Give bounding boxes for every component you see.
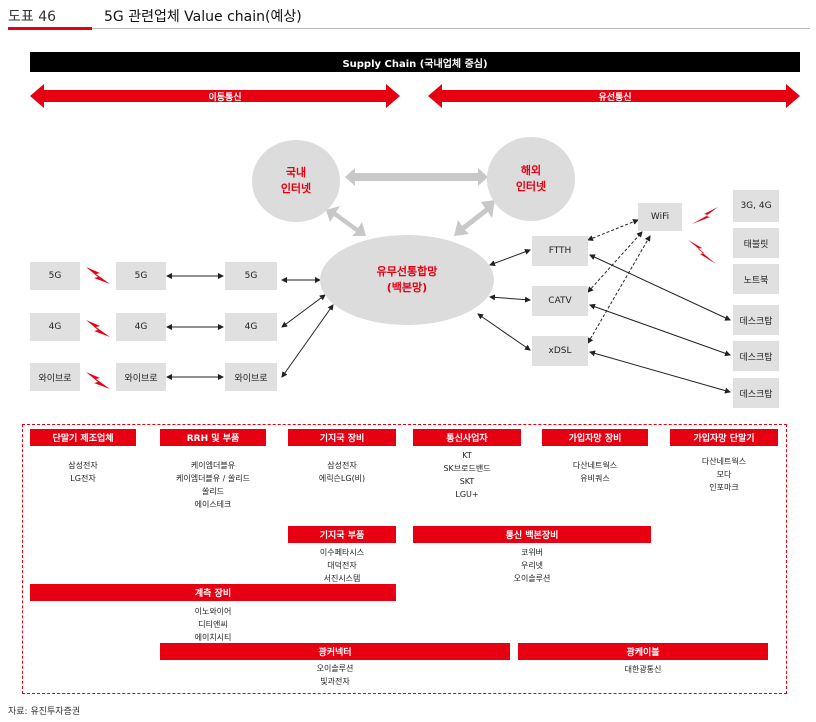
company-name: 서진시스템	[323, 574, 361, 583]
company-name: 오이솔루션	[513, 574, 551, 583]
catv-node: CATV	[532, 286, 588, 316]
overseas-center-arrow	[454, 200, 495, 236]
mobile-wibro-edge: 와이브로	[225, 363, 277, 391]
company-name: 에이스테크	[194, 500, 232, 509]
xdsl-node: xDSL	[532, 336, 588, 366]
company-name: LG전자	[70, 474, 96, 483]
overseas-internet-node: 해외 인터넷	[487, 137, 575, 221]
category-optical-connector: 광커넥터	[160, 643, 510, 660]
company-name: LGU+	[455, 490, 479, 499]
optical-connector-list: 오이솔루션 빛과전자	[160, 662, 510, 688]
device-tablet: 태블릿	[733, 228, 779, 258]
supplier-frame	[22, 424, 787, 694]
company-name: 오이솔루션	[316, 664, 354, 673]
figure-number: 도표 46	[8, 9, 57, 25]
wifi-bolt-icon-2	[688, 240, 716, 264]
company-name: 에이치시티	[194, 633, 232, 642]
mobile-4g-source: 4G	[30, 313, 80, 341]
category-carrier: 통신사업자	[413, 429, 521, 446]
domestic-internet-node: 국내 인터넷	[252, 140, 340, 222]
company-name: 다산네트웍스	[572, 461, 618, 470]
company-name: SKT	[459, 477, 475, 486]
rrh-list: 케이엠더블유 케이엠더블유 / 쏠리드 쏠리드 에이스테크	[160, 459, 266, 511]
figure-title: 5G 관련업체 Value chain(예상)	[104, 9, 302, 25]
mobile-4g-edge: 4G	[225, 313, 277, 341]
company-name: 케이엠더블유	[190, 461, 236, 470]
company-name: 빛과전자	[320, 677, 350, 686]
company-name: 이노와이어	[194, 607, 232, 616]
category-access-equipment: 가입자망 장비	[542, 429, 648, 446]
supply-chain-bar: Supply Chain (국내업체 중심)	[30, 52, 800, 72]
company-name: 삼성전자	[68, 461, 98, 470]
handset-maker-list: 삼성전자 LG전자	[30, 459, 136, 485]
category-handset-maker: 단말기 제조업체	[30, 429, 136, 446]
category-optical-cable: 광케이블	[518, 643, 768, 660]
header-rule	[92, 28, 810, 29]
mobile-5g-source: 5G	[30, 262, 80, 290]
wireless-bolt-icon-3	[86, 372, 110, 389]
base-station-list: 삼성전자 에릭슨LG(비)	[288, 459, 396, 485]
company-name: SK브로드밴드	[443, 464, 491, 473]
header-accent-line	[8, 27, 92, 30]
company-name: 디티앤씨	[198, 620, 228, 629]
wired-arrow-shape	[428, 84, 800, 108]
domestic-overseas-arrow	[345, 168, 488, 186]
wifi-bolt-icon-1	[692, 207, 718, 224]
measurement-list: 이노와이어 디티앤씨 에이치시티	[30, 605, 396, 644]
mobile-wibro-source: 와이브로	[30, 363, 80, 391]
mobile-arrow-shape	[30, 84, 400, 108]
access-terminal-list: 다산네트웍스 모다 인포마크	[670, 455, 778, 494]
category-access-terminal: 가입자망 단말기	[670, 429, 778, 446]
category-backbone-equipment: 통신 백본장비	[413, 526, 651, 543]
mobile-5g-mid: 5G	[116, 262, 166, 290]
category-measurement: 계측 장비	[30, 584, 396, 601]
company-name: 모다	[716, 470, 732, 479]
category-base-station-parts: 기지국 부품	[288, 526, 396, 543]
optical-cable-list: 대한광통신	[518, 663, 768, 676]
backbone-network-node: 유무선통합망 (백본망)	[320, 235, 494, 325]
ftth-node: FTTH	[532, 236, 588, 266]
mobile-wibro-mid: 와이브로	[116, 363, 166, 391]
device-notebook: 노트북	[733, 264, 779, 294]
company-name: 대한광통신	[624, 665, 662, 674]
category-base-station: 기지국 장비	[288, 429, 396, 446]
device-desktop-1: 데스크탑	[733, 305, 779, 335]
company-name: 코위버	[520, 548, 544, 557]
base-station-parts-list: 이수페타시스 대덕전자 서진시스템	[288, 546, 396, 585]
company-name: 이수페타시스	[319, 548, 365, 557]
wireless-bolt-icon-2	[86, 320, 110, 337]
access-equipment-list: 다산네트웍스 유비쿼스	[542, 459, 648, 485]
company-name: 다산네트웍스	[701, 457, 747, 466]
company-name: KT	[462, 451, 472, 460]
company-name: 쏠리드	[201, 487, 225, 496]
source-note: 자료: 유진투자증권	[8, 707, 81, 717]
wired-arrow-label: 유선통신	[598, 92, 632, 103]
carrier-list: KT SK브로드밴드 SKT LGU+	[413, 449, 521, 501]
device-3g4g: 3G, 4G	[733, 190, 779, 222]
wireless-bolt-icon-1	[86, 267, 110, 284]
company-name: 대덕전자	[327, 561, 357, 570]
device-desktop-3: 데스크탑	[733, 378, 779, 408]
company-name: 삼성전자	[327, 461, 357, 470]
mobile-5g-edge: 5G	[225, 262, 277, 290]
company-name: 우리넷	[520, 561, 544, 570]
category-rrh: RRH 및 부품	[160, 429, 266, 446]
company-name: 에릭슨LG(비)	[318, 474, 366, 483]
mobile-4g-mid: 4G	[116, 313, 166, 341]
company-name: 인포마크	[709, 483, 739, 492]
company-name: 유비쿼스	[580, 474, 610, 483]
wifi-node: WiFi	[638, 203, 682, 231]
domestic-center-arrow	[326, 206, 366, 236]
device-desktop-2: 데스크탑	[733, 341, 779, 371]
company-name: 케이엠더블유 / 쏠리드	[175, 474, 251, 483]
mobile-arrow-label: 이동통신	[208, 92, 242, 103]
backbone-list: 코위버 우리넷 오이솔루션	[413, 546, 651, 585]
